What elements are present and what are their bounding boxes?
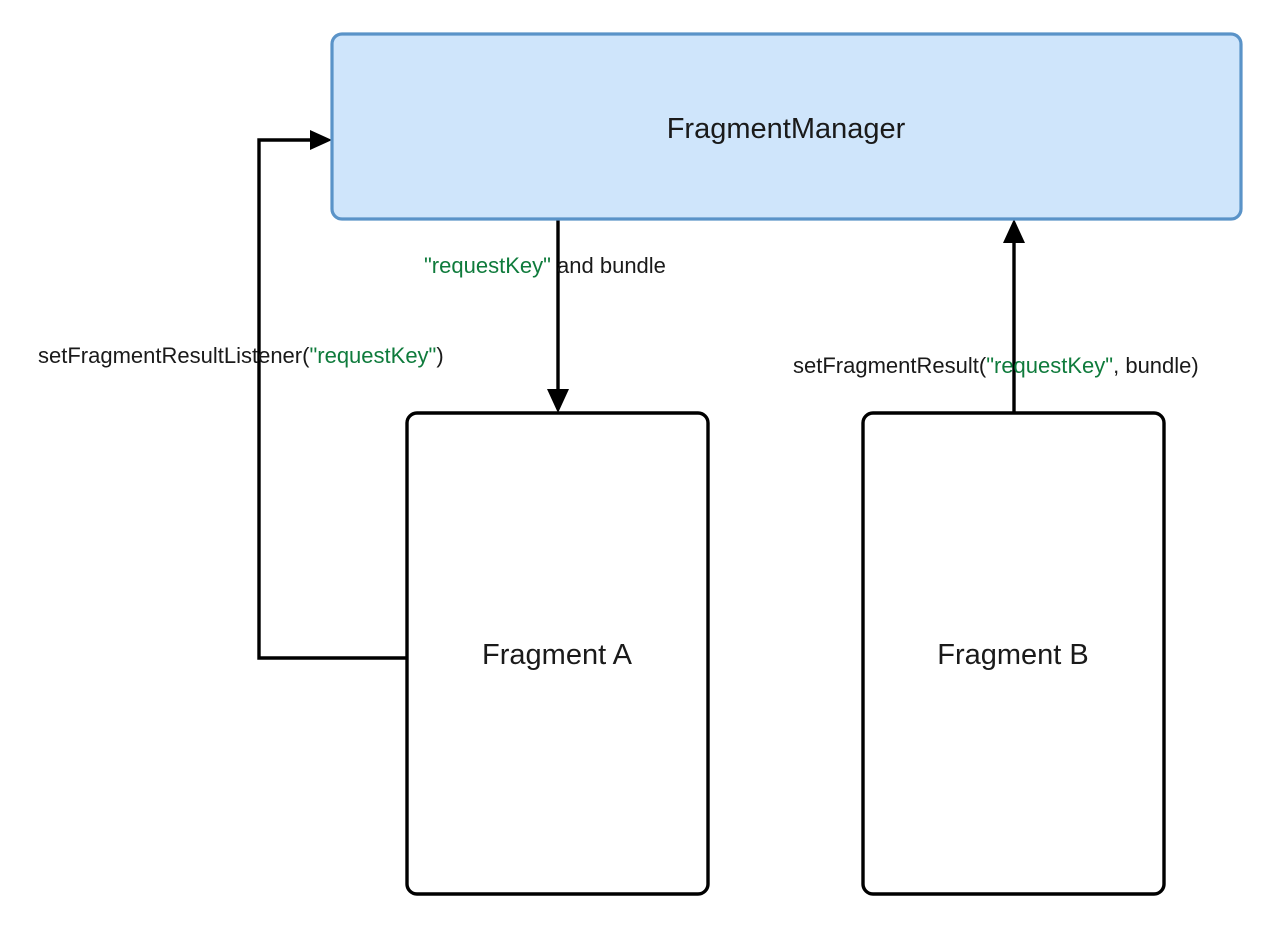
node-fragment-a[interactable]: Fragment A <box>405 411 710 896</box>
edge-listener: setFragmentResultListener("requestKey") <box>38 130 444 660</box>
node-fragment-manager-box[interactable] <box>330 32 1243 221</box>
edge-setresult-label-suffix: , bundle) <box>1113 353 1199 378</box>
edge-listener-arrowhead <box>310 130 332 150</box>
edge-setresult-label-prefix: setFragmentResult( <box>793 353 987 378</box>
node-fragment-a-box[interactable] <box>405 411 710 896</box>
edge-listener-label-prefix: setFragmentResultListener( <box>38 343 310 368</box>
node-fragment-manager-label: FragmentManager <box>667 113 906 145</box>
edge-deliver-label-suffix: and bundle <box>551 253 666 278</box>
node-fragment-b-box[interactable] <box>861 411 1166 896</box>
edge-listener-label-key: "requestKey" <box>309 343 436 368</box>
edge-setresult: setFragmentResult("requestKey", bundle) <box>793 219 1199 413</box>
edge-setresult-label-key: "requestKey" <box>986 353 1113 378</box>
edge-deliver: "requestKey" and bundle <box>424 219 666 413</box>
edge-deliver-arrowhead <box>547 389 569 413</box>
edge-listener-label-suffix: ) <box>436 343 443 368</box>
node-fragment-b[interactable]: Fragment B <box>861 411 1166 896</box>
edge-listener-label: setFragmentResultListener("requestKey") <box>38 343 444 368</box>
edge-deliver-label-key: "requestKey" <box>424 253 551 278</box>
edge-listener-line <box>257 138 407 660</box>
node-fragment-a-label: Fragment A <box>482 639 633 671</box>
edge-setresult-arrowhead <box>1003 219 1025 243</box>
edge-deliver-label: "requestKey" and bundle <box>424 253 666 278</box>
edge-setresult-label: setFragmentResult("requestKey", bundle) <box>793 353 1199 378</box>
node-fragment-manager[interactable]: FragmentManager <box>330 32 1243 221</box>
node-fragment-b-label: Fragment B <box>937 639 1089 671</box>
